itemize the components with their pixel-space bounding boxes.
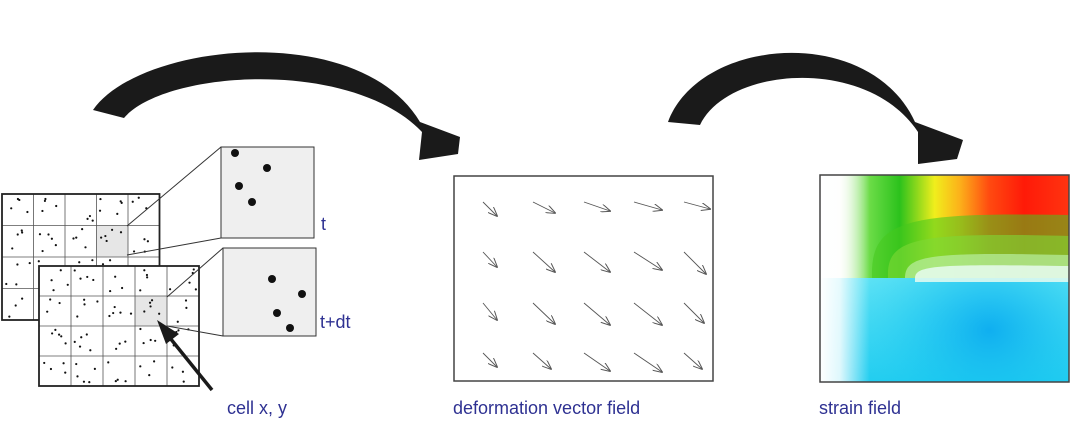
label-t: t (321, 214, 327, 234)
label-strain-field: strain field (819, 398, 902, 418)
label-deformation-vector-field: deformation vector field (453, 398, 641, 418)
label-cell-xy: cell x, y (227, 398, 288, 418)
label-t-dt: t+dt (320, 312, 351, 332)
image-grid-t-dt (38, 265, 200, 387)
zoom-cell-t-dt (222, 247, 317, 337)
zoom-lines (126, 146, 224, 337)
strain-field-panel (819, 174, 1070, 383)
zoom-cell-t (220, 146, 315, 239)
pointer-arrow-icon (157, 320, 214, 392)
curved-arrow-icon (93, 52, 460, 160)
curved-arrow-icon (668, 52, 963, 164)
vector-field-panel (453, 175, 714, 382)
